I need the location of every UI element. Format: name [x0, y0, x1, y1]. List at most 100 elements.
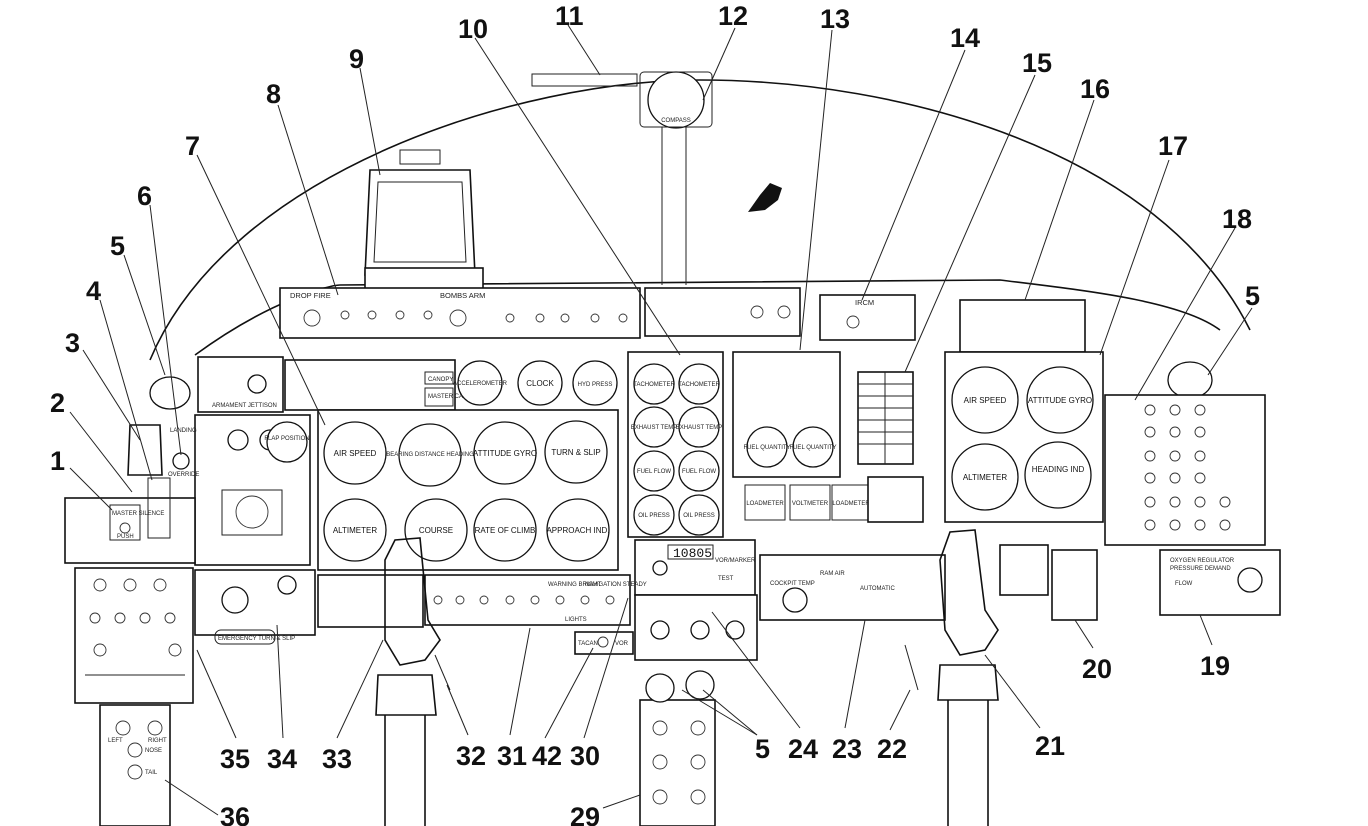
right-console-box [1051, 549, 1098, 621]
oil-press-right-gauge [678, 494, 720, 536]
callout-12: 12 [718, 1, 748, 31]
bombs-arm-left-label: LEFT [108, 738, 123, 744]
tacan-vor-switch[interactable] [597, 636, 609, 648]
copilot-altimeter-label: ALTIMETER [963, 473, 1008, 482]
tacan-label: TACAN [578, 641, 598, 647]
armament-jettison-button[interactable] [247, 374, 267, 394]
lights-label: LIGHTS [565, 617, 587, 623]
warning-test-button[interactable] [777, 305, 791, 319]
armament-jettison-label: ARMAMENT JETTISON [212, 403, 277, 409]
override-handle[interactable] [147, 477, 171, 539]
fire-test-button[interactable] [750, 305, 764, 319]
pedestal-switch-4[interactable] [690, 754, 706, 770]
volume-knob[interactable] [652, 560, 668, 576]
pedestal-switch-3[interactable] [652, 754, 668, 770]
attitude-gyro-gauge [473, 421, 537, 485]
callout-5-left: 5 [110, 231, 125, 261]
fuel-flow-left-gauge [633, 450, 675, 492]
vor-label: VOR [615, 641, 629, 647]
turn-slip-label: TURN & SLIP [551, 448, 600, 457]
cockpit-temp-knob[interactable] [782, 587, 808, 613]
fuel-quantity-right-label: FUEL QUANTITY [789, 445, 836, 451]
flap-position-label: FLAP POSITION [264, 436, 309, 442]
caution-panel [284, 359, 456, 411]
annunciator-panel-right [959, 299, 1086, 353]
callout-29: 29 [570, 802, 600, 826]
ircm-label: IRCM [855, 298, 874, 307]
master-silence-button[interactable] [119, 522, 131, 534]
copilot-column-base [937, 664, 999, 701]
hyd-press-label: HYD PRESS [578, 382, 613, 388]
callout-36: 36 [220, 802, 250, 826]
left-console-panel [74, 567, 194, 704]
tachometer-left-gauge [633, 363, 675, 405]
pressure-demand-label: PRESSURE DEMAND [1170, 566, 1231, 572]
callout-35: 35 [220, 744, 250, 774]
uhf-volume-knob[interactable] [690, 620, 710, 640]
callout-9: 9 [349, 44, 364, 74]
bombs-tail-label: TAIL [145, 770, 158, 776]
accelerometer-label: ACCELEROMETER [453, 381, 508, 387]
callout-32: 32 [456, 741, 486, 771]
armament-toggles [303, 309, 628, 327]
turn-slip-gauge [544, 420, 608, 484]
right-panel-switches [1144, 404, 1231, 531]
air-vent-left-icon [149, 376, 191, 410]
callout-31: 31 [497, 741, 527, 771]
callout-22: 22 [877, 734, 907, 764]
pilot-brake-handle [434, 654, 451, 691]
bombs-nose-label: NOSE [145, 748, 162, 754]
callout-16: 16 [1080, 74, 1110, 104]
frequency-readout: 10805 [673, 546, 712, 561]
air-speed-gauge [323, 421, 387, 485]
override-button[interactable] [172, 452, 190, 470]
pedestal-switch-6[interactable] [690, 789, 706, 805]
ircm-switch[interactable] [846, 315, 860, 329]
gunsight-base [364, 267, 484, 291]
oil-press-right-label: OIL PRESS [683, 513, 714, 519]
cockpit-temp-label: COCKPIT TEMP [770, 581, 815, 587]
pilot-control-column [384, 537, 441, 666]
fuel-flow-right-label: FUEL FLOW [682, 469, 716, 475]
navigation-steady-label: NAVIGATION STEADY [585, 582, 647, 588]
uhf-channel-knob[interactable] [650, 620, 670, 640]
callout-7: 7 [185, 131, 200, 161]
fire-detect-panel [644, 287, 801, 337]
gear-indicator-box [221, 489, 283, 536]
override-label: OVERRIDE [168, 472, 199, 478]
attitude-gyro-label: ATTITUDE GYRO [473, 449, 537, 458]
approach-ind-label: APPROACH IND. [546, 526, 609, 535]
ram-air-label: RAM AIR [820, 571, 845, 577]
pedestal-switch-2[interactable] [690, 720, 706, 736]
bombs-arm-left-switch[interactable] [115, 720, 131, 736]
fuel-flow-right-gauge [678, 450, 720, 492]
callout-6: 6 [137, 181, 152, 211]
selector-knob[interactable] [235, 495, 269, 529]
canopy-outline [149, 79, 1251, 361]
drop-fire-label: DROP FIRE [290, 291, 331, 300]
oil-press-left-label: OIL PRESS [638, 513, 669, 519]
callout-30: 30 [570, 741, 600, 771]
oxygen-regulator-label: OXYGEN REGULATOR [1170, 558, 1235, 564]
bombs-tail-switch[interactable] [127, 764, 143, 780]
callout-34: 34 [267, 744, 297, 774]
emergency-panel [194, 569, 316, 636]
voltmeter-box [789, 484, 831, 521]
bombs-arm-right-switch[interactable] [147, 720, 163, 736]
master-caution-light[interactable] [424, 387, 454, 407]
compass-label: COMPASS [661, 118, 691, 124]
rate-of-climb-gauge [473, 498, 537, 562]
pedestal-switch-5[interactable] [652, 789, 668, 805]
rate-of-climb-label: RATE OF CLIMB [475, 526, 536, 535]
pedestal-switch-1[interactable] [652, 720, 668, 736]
gear-handle[interactable] [227, 429, 249, 451]
tachometer-left-label: TACHOMETER [633, 382, 675, 388]
fuel-quantity-left-gauge [746, 426, 788, 468]
emergency-knob[interactable] [277, 575, 297, 595]
accelerometer-gauge [457, 360, 503, 406]
fuel-quantity-left-label: FUEL QUANTITY [743, 445, 790, 451]
test-label: TEST [718, 576, 734, 582]
uhf-function-knob[interactable] [725, 620, 745, 640]
bombs-nose-switch[interactable] [127, 742, 143, 758]
